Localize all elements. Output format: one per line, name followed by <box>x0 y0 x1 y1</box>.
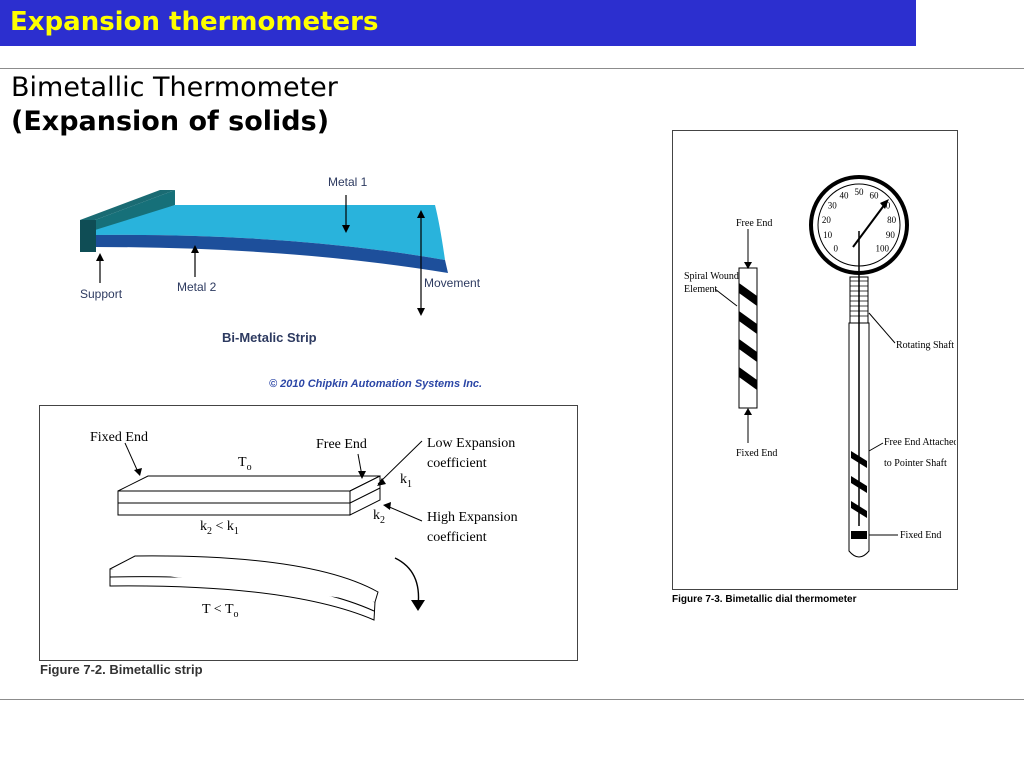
strip-upper-layer <box>117 490 351 504</box>
spiral-label-1: Spiral Wound <box>684 271 739 282</box>
metal2-label: Metal 2 <box>177 280 217 294</box>
dial-number: 60 <box>870 191 880 201</box>
fig73-free-end-label: Free End <box>736 218 772 229</box>
dial-number: 90 <box>886 230 896 240</box>
support-label: Support <box>80 287 123 301</box>
low-expansion-label: Low Expansion <box>427 436 515 451</box>
strip-top-face <box>117 475 381 492</box>
figure-7-3-box <box>672 130 958 590</box>
figure-7-2-drawing: Fixed End Free End Low Expansion coeffic… <box>90 430 518 621</box>
figure-7-2-box <box>39 405 578 661</box>
stem-spiral <box>851 451 867 539</box>
dial-number: 20 <box>822 215 832 225</box>
low-expansion-label-2: coefficient <box>427 456 487 471</box>
k2-label: k2 <box>373 508 385 526</box>
metal1-layer <box>95 205 445 260</box>
bent-strip-top <box>109 555 379 603</box>
dial-number: 100 <box>876 243 890 253</box>
t0-label: To <box>238 455 252 473</box>
fig73-fixed-end-label: Fixed End <box>736 448 777 459</box>
support-top <box>80 190 175 220</box>
metal1-label: Metal 1 <box>328 175 368 189</box>
high-expansion-label-2: coefficient <box>427 530 487 545</box>
k1-label: k1 <box>400 472 412 490</box>
movement-label: Movement <box>424 276 481 290</box>
dial-number: 10 <box>823 230 833 240</box>
dial-number: 80 <box>887 215 897 225</box>
slide-subheading: (Expansion of solids) <box>11 106 330 137</box>
k-relation-label: k2 < k1 <box>200 519 239 537</box>
spiral-label-2: Element <box>684 284 718 295</box>
figure-7-2-caption: Figure 7-2. Bimetallic strip <box>40 662 203 677</box>
free-end-attached-label-2: to Pointer Shaft <box>884 458 947 469</box>
fig73-fixed-end-2-label: Fixed End <box>900 530 941 541</box>
figure-7-3-caption: Figure 7-3. Bimetallic dial thermometer <box>672 594 857 605</box>
high-expansion-label: High Expansion <box>427 510 518 525</box>
title-bar: Expansion thermometers <box>0 0 916 46</box>
dial-number: 50 <box>855 187 865 197</box>
bend-arrow <box>394 557 420 607</box>
bottom-divider <box>0 699 1024 700</box>
figure-7-3-drawing: Free End Spiral Wound Element Fixed End … <box>684 175 956 558</box>
dial-number: 0 <box>833 243 838 253</box>
strip-lower-layer <box>117 502 351 516</box>
t-less-label: T < To <box>202 602 239 620</box>
slide-title: Expansion thermometers <box>10 7 379 37</box>
free-end-label: Free End <box>316 437 367 452</box>
spiral-windings <box>739 283 757 390</box>
strip-caption: Bi-Metalic Strip <box>222 330 317 345</box>
free-end-attached-label-1: Free End Attached <box>884 437 956 448</box>
top-divider <box>0 68 1024 69</box>
copyright-text: © 2010 Chipkin Automation Systems Inc. <box>269 378 482 390</box>
dial-number: 40 <box>840 191 850 201</box>
slide-heading: Bimetallic Thermometer <box>11 72 338 103</box>
rotating-shaft-label: Rotating Shaft <box>896 340 954 351</box>
fixed-end-label: Fixed End <box>90 430 148 445</box>
support-block <box>80 220 96 252</box>
bimetallic-strip-illustration: Metal 1 Metal 2 Support Movement Bi-Meta… <box>80 175 482 390</box>
metal2-layer <box>95 234 448 273</box>
dial-number: 30 <box>828 201 838 211</box>
